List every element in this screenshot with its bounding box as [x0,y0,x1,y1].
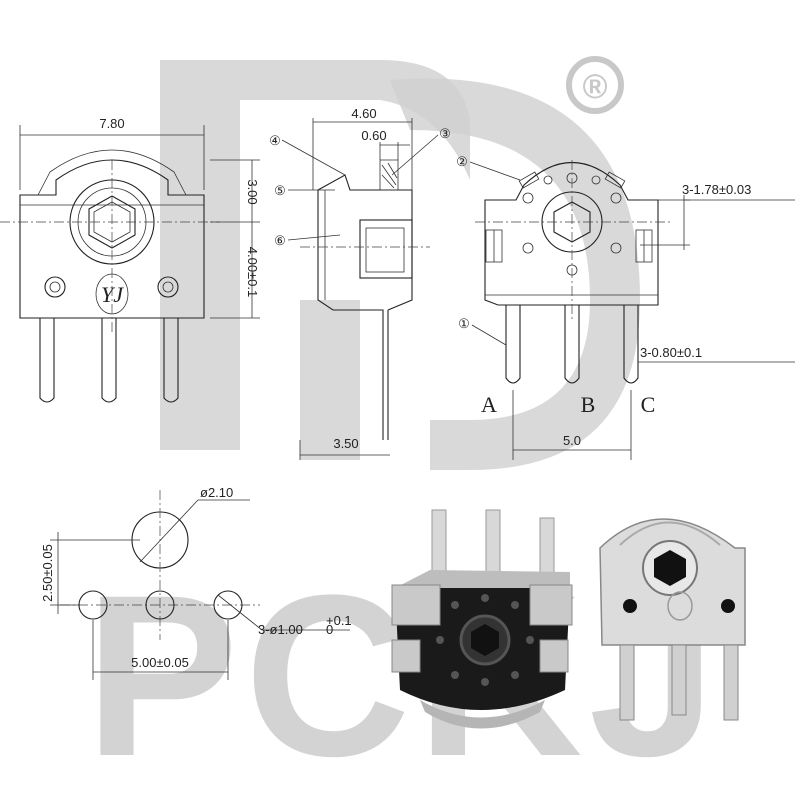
product-photo-front [599,518,746,721]
product-photo-back [391,509,573,729]
pin-label-b: B [581,392,596,417]
hole-tol-upper: +0.1 [326,613,352,628]
front-height-top-dim: 3.00 [245,179,260,204]
front-pins [39,318,179,403]
pin-label-a: A [481,392,497,417]
footprint-pitch-dim: 5.00±0.05 [131,655,189,670]
watermark-logo-shape [160,60,470,450]
hole-dim: 3-ø1.00 [258,622,303,637]
side-bottom-dim: 3.50 [333,436,358,451]
side-callout-4: ④ [269,133,281,148]
slot-dim: 3-1.78±0.03 [682,182,751,197]
side-view: 4.60 0.60 3.50 ④ ⑤ ⑥ ③ [269,106,451,460]
pin-dim: 3-0.80±0.1 [640,345,702,360]
front-height-bottom-dim: 4.00±0.1 [245,247,260,298]
footprint-vertical-dim: 2.50±0.05 [40,544,55,602]
watermark [160,56,640,470]
side-inner-dim: 0.60 [361,128,386,143]
footprint-view: ø2.10 3-ø1.00 +0.1 0 2.50±0.05 5.00±0.05 [40,485,352,680]
side-callout-6: ⑥ [274,233,286,248]
side-callout-3: ③ [439,126,451,141]
hole-tol-lower: 0 [326,622,333,637]
back-view: A B C 3-1.78±0.03 3-0.80±0.1 5.0 ② ① [456,154,795,460]
front-view: YJ 7.80 3.00 4.00±0.1 [0,116,260,403]
back-callout-2: ② [456,154,468,169]
front-logo: YJ [101,282,124,307]
back-pitch-dim: 5.0 [563,433,581,448]
side-width-top-dim: 4.60 [351,106,376,121]
back-callout-1: ① [458,316,470,331]
front-width-dim: 7.80 [99,116,124,131]
watermark-logo-curve [390,78,640,470]
big-hole-dim: ø2.10 [200,485,233,500]
registered-mark: ® [582,68,607,106]
pin-label-c: C [641,392,656,417]
side-callout-5: ⑤ [274,183,286,198]
